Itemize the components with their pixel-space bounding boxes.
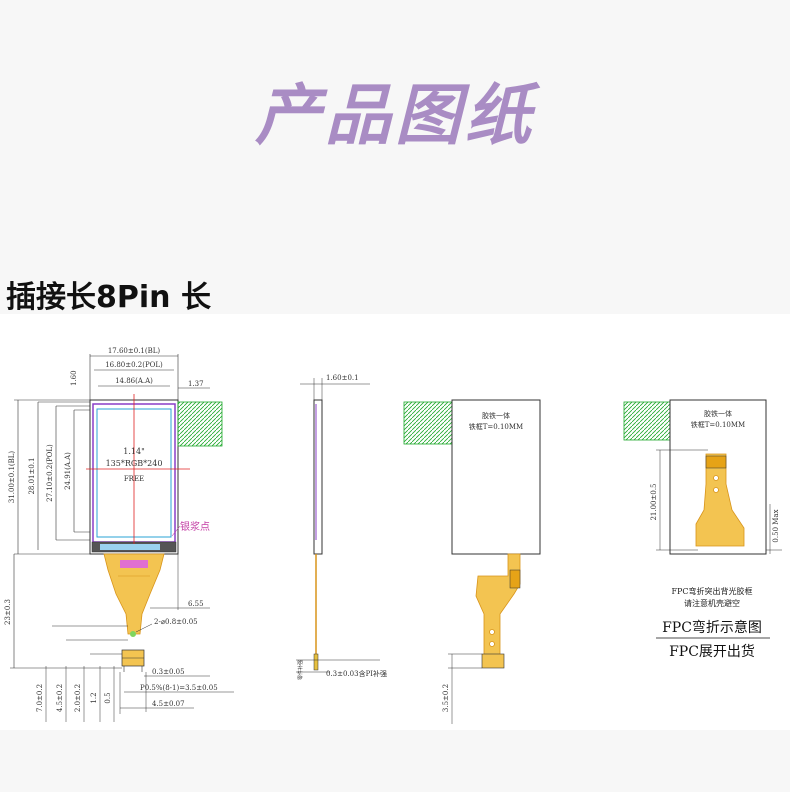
back-note-1: 胶铁一体 <box>482 411 510 420</box>
green-tape <box>177 401 223 447</box>
side-view: 1.60±0.1 0.3±0.03含PI补强 零件补强 <box>296 374 387 680</box>
dim-fpc-length: 23±0.3 <box>4 599 12 625</box>
dim-folded-fpc-height: 21.00±0.5 <box>650 483 658 520</box>
technical-drawing: 17.60±0.1(BL) 16.80±0.2(POL) 14.86(A.A) … <box>4 347 782 724</box>
dim-max-thickness: 0.50 Max <box>772 509 780 542</box>
dim-bottom-5: 0.5 <box>104 692 112 703</box>
caption-unfold: FPC展开出货 <box>669 643 755 660</box>
dim-bottom-1: 7.0±0.2 <box>36 684 44 712</box>
dim-aa-width: 14.86(A.A) <box>115 377 153 385</box>
fpc-cable <box>103 553 165 635</box>
dim-bl-width: 17.60±0.1(BL) <box>108 347 161 355</box>
dim-aa-height: 24.91(A.A) <box>64 452 72 490</box>
side-body <box>313 399 323 555</box>
screen-size-label: 1.14" <box>123 447 145 456</box>
dim-fpc-width: 6.55 <box>188 600 204 608</box>
section-subtitle: 插接长8Pin 长 <box>6 280 211 315</box>
dim-side-thickness: 1.60±0.1 <box>326 374 359 382</box>
folded-note-1: 胶铁一体 <box>704 409 732 418</box>
free-label: FREE <box>124 475 144 483</box>
dim-height-2: 28.01±0.1 <box>28 457 36 494</box>
folded-green-tape <box>623 401 673 441</box>
stiffener-label: 零件补强 <box>297 660 304 680</box>
back-body <box>451 399 541 555</box>
dim-bottom-4: 1.2 <box>90 692 98 703</box>
back-view: 胶铁一体 铁框T=0.10MM 3.5±0.2 <box>403 399 541 724</box>
back-green-tape <box>403 401 455 445</box>
ic-chip <box>100 544 160 550</box>
fold-warning-2: 请注意机壳避空 <box>684 598 740 608</box>
side-stiffener <box>313 653 319 671</box>
resolution-label: 135*RGB*240 <box>106 459 163 468</box>
dim-pin-total: 4.5±0.07 <box>152 700 185 708</box>
folded-view: 胶铁一体 铁框T=0.10MM 21.00±0.5 0.50 Max FPC弯折… <box>623 399 782 660</box>
silver-paste-label: 银浆点 <box>180 520 210 533</box>
alignment-hole <box>130 631 136 637</box>
dim-fpc-thickness: 0.3±0.03含PI补强 <box>326 669 387 678</box>
folded-note-2: 铁框T=0.10MM <box>691 420 745 429</box>
dim-pin-pitch: P0.5%(8-1)=3.5±0.05 <box>140 684 218 692</box>
dim-pin-thickness: 0.3±0.05 <box>152 668 185 676</box>
dim-right-offset: 1.37 <box>188 380 204 388</box>
dim-bl-height: 31.00±0.1(BL) <box>8 451 16 504</box>
dim-left-offset: 1.60 <box>70 370 78 386</box>
dim-bottom-3: 2.0±0.2 <box>74 684 82 712</box>
dim-pol-height: 27.10±0.2(POL) <box>46 444 54 502</box>
dim-bottom-2: 4.5±0.2 <box>56 684 64 712</box>
fpc-connector-pad <box>120 560 148 568</box>
dim-pol-width: 16.80±0.2(POL) <box>105 361 163 369</box>
fold-warning-1: FPC弯折突出背光胶框 <box>671 586 752 596</box>
back-note-2: 铁框T=0.10MM <box>469 422 523 431</box>
page-title: 产品图纸 <box>255 77 535 154</box>
drawing-canvas: 17.60±0.1(BL) 16.80±0.2(POL) 14.86(A.A) … <box>0 314 790 730</box>
back-fpc <box>475 553 521 657</box>
front-view: 17.60±0.1(BL) 16.80±0.2(POL) 14.86(A.A) … <box>4 347 234 722</box>
caption-fold: FPC弯折示意图 <box>662 619 762 636</box>
dim-back-bottom: 3.5±0.2 <box>442 684 450 712</box>
dim-hole: 2-⌀0.8±0.05 <box>154 618 198 626</box>
folded-fpc <box>695 453 745 547</box>
